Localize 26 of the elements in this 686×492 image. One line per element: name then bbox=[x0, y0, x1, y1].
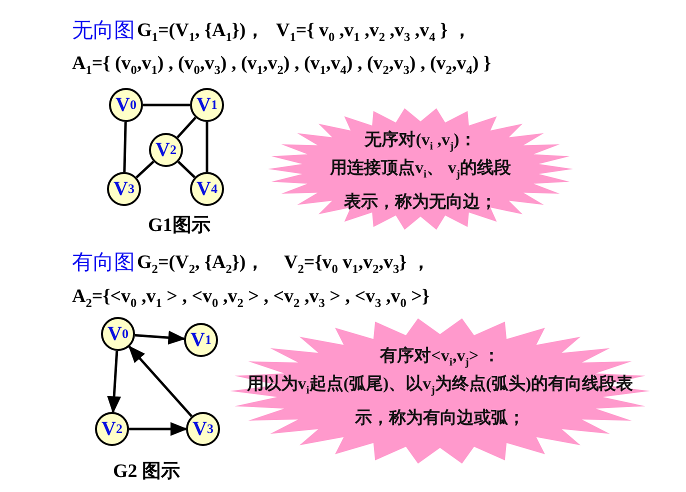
edge-line bbox=[206, 122, 208, 172]
starburst-callout bbox=[230, 318, 650, 464]
set-definition: V$_{2}$={v$_{0}$ v$_{1}$,v$_{2}$,v$_{3}$} ， bbox=[284, 251, 430, 278]
set-definition: G$_{2}$=(V$_{2}$, {A$_{2}$})， bbox=[137, 251, 265, 278]
figure-caption: G2 图示 bbox=[113, 460, 180, 484]
callout-text: 用以为v$_{i}$起点(弧尾)、以v$_{j}$为终点(弧头)的有向线段表示，称为有向边或弧； bbox=[246, 373, 634, 430]
edge-line bbox=[123, 122, 127, 172]
arrow bbox=[128, 345, 193, 418]
figure-caption: G1图示 bbox=[148, 214, 210, 238]
set-definition: V$_{1}$={ v$_{0}$ ,v$_{1}$ ,v$_{2}$ ,v$_{3}$ ,v$_{4}$ } ， bbox=[276, 19, 472, 46]
arrow bbox=[129, 422, 188, 436]
set-definition: G$_{1}$=(V$_{1}$, {A$_{1}$})， bbox=[137, 19, 265, 46]
graph-type-title: 有向图 bbox=[72, 250, 135, 274]
graph-type-title: 无向图 bbox=[72, 18, 135, 42]
callout-heading: 无序对(v$_{i}$ ,v$_{j}$)： bbox=[363, 129, 478, 154]
arrow bbox=[107, 350, 122, 414]
edge-line bbox=[177, 160, 196, 178]
edge-line bbox=[136, 160, 154, 178]
callout-heading: 有序对<v$_{i}$,v$_{j}$> ： bbox=[378, 345, 501, 370]
edge-line bbox=[176, 116, 196, 138]
starburst-callout bbox=[268, 108, 573, 230]
edge-line bbox=[143, 104, 190, 106]
set-definition: A$_{1}$={ (v$_{0}$,v$_{1}$) , (v$_{0}$,v$_{3}$) , (v$_{1}$,v$_{2}$) , (v$_{1}$,v$_{4}$) , (v$_{2}$,v$_{3}$) , (v$_{2}$,v$_{4}$) } bbox=[72, 52, 491, 79]
arrow bbox=[134, 330, 186, 345]
callout-text: 用连接顶点v$_{i}$、 v$_{j}$的线段表示，称为无向边； bbox=[328, 157, 512, 214]
set-definition: A$_{2}$={<v$_{0}$ ,v$_{1}$ > , <v$_{0}$ ,v$_{2}$ > , <v$_{2}$ ,v$_{3}$ > , <v$_{3}$ ,v$_{0}$ >} bbox=[72, 285, 430, 312]
